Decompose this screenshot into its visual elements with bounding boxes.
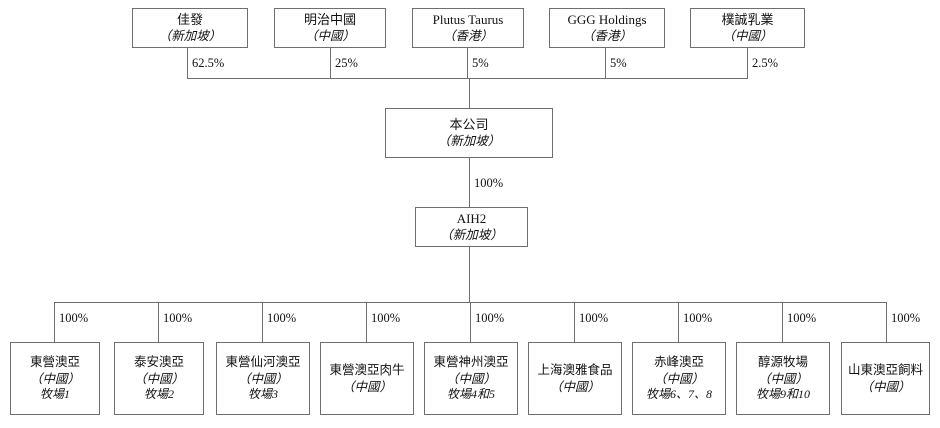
node-dongying-aoya-name: 東營澳亞 <box>29 355 80 370</box>
node-aih2-name: AIH2 <box>456 211 487 227</box>
node-ggg-holdings-name: GGG Holdings <box>567 12 647 28</box>
pct-sub3: 100% <box>267 311 297 325</box>
node-aih2[interactable]: AIH2 （新加坡） <box>415 207 528 247</box>
node-chifeng-aoya-farms: 牧場6、7、8 <box>645 387 712 402</box>
connector-sub3-drop <box>262 302 263 342</box>
node-meiji-china-name: 明治中國 <box>303 12 356 28</box>
connector-pucheng-drop <box>747 48 748 78</box>
pct-ggg: 5% <box>610 56 627 70</box>
pct-sub6: 100% <box>579 311 609 325</box>
node-dongying-shenzhou-aoya-name: 東營神州澳亞 <box>433 355 509 370</box>
node-taian-aoya[interactable]: 泰安澳亞 （中國） 牧場2 <box>114 342 204 415</box>
node-plutus-taurus[interactable]: Plutus Taurus （香港） <box>412 8 524 48</box>
node-jiafa-name: 佳發 <box>176 12 203 28</box>
pct-company-aih2: 100% <box>474 176 504 190</box>
node-shanghai-aoya-food-location: （中國） <box>549 379 600 394</box>
pct-sub4: 100% <box>371 311 401 325</box>
connector-sub2-drop <box>158 302 159 342</box>
node-shandong-aoya-feed[interactable]: 山東澳亞飼料 （中國） <box>841 342 930 415</box>
node-ggg-holdings[interactable]: GGG Holdings （香港） <box>549 8 665 48</box>
node-plutus-taurus-location: （香港） <box>442 29 493 44</box>
pct-sub7: 100% <box>683 311 713 325</box>
pct-sub1: 100% <box>59 311 89 325</box>
node-dongying-aoya-beef-location: （中國） <box>341 379 392 394</box>
node-dongying-aoya-beef-name: 東營澳亞肉牛 <box>329 363 405 377</box>
connector-sub6-drop <box>574 302 575 342</box>
node-dongying-shenzhou-aoya-farms: 牧場4和5 <box>446 387 495 402</box>
pct-jiafa: 62.5% <box>192 56 225 70</box>
connector-plutus-drop <box>467 48 468 78</box>
bus-shareholders <box>187 78 748 79</box>
pct-plutus: 5% <box>472 56 489 70</box>
node-chunyuan-farm[interactable]: 醇源牧場 （中國） 牧場9和10 <box>736 342 830 415</box>
connector-jiafa-drop <box>187 48 188 78</box>
node-dongying-aoya[interactable]: 東營澳亞 （中國） 牧場1 <box>10 342 100 415</box>
node-company-name: 本公司 <box>449 117 489 133</box>
connector-sub8-drop <box>782 302 783 342</box>
node-chifeng-aoya-location: （中國） <box>653 371 704 386</box>
node-shanghai-aoya-food-name: 上海澳雅食品 <box>537 363 613 377</box>
node-company[interactable]: 本公司 （新加坡） <box>385 108 553 158</box>
node-pucheng-dairy-name: 樸誠乳業 <box>721 12 774 28</box>
pct-sub5: 100% <box>475 311 505 325</box>
node-pucheng-dairy-location: （中國） <box>722 29 773 44</box>
node-jiafa-location: （新加坡） <box>158 29 222 44</box>
connector-sub1-drop <box>54 302 55 342</box>
node-jiafa[interactable]: 佳發 （新加坡） <box>132 8 248 48</box>
node-chifeng-aoya[interactable]: 赤峰澳亞 （中國） 牧場6、7、8 <box>632 342 726 415</box>
node-taian-aoya-location: （中國） <box>133 371 184 386</box>
connector-company-to-aih2 <box>469 158 470 207</box>
connector-sub5-drop <box>470 302 471 342</box>
node-chunyuan-farm-name: 醇源牧場 <box>757 355 808 370</box>
node-dongying-xianhe-aoya[interactable]: 東營仙河澳亞 （中國） 牧場3 <box>216 342 310 415</box>
connector-aih2-to-bus <box>469 247 470 302</box>
connector-sub9-drop <box>886 302 887 342</box>
node-shanghai-aoya-food[interactable]: 上海澳雅食品 （中國） <box>528 342 622 415</box>
node-ggg-holdings-location: （香港） <box>581 29 632 44</box>
node-taian-aoya-farms: 牧場2 <box>143 387 174 402</box>
node-meiji-china[interactable]: 明治中國 （中國） <box>274 8 386 48</box>
node-shandong-aoya-feed-location: （中國） <box>860 379 911 394</box>
connector-meiji-drop <box>330 48 331 78</box>
node-shandong-aoya-feed-name: 山東澳亞飼料 <box>847 363 923 377</box>
pct-pucheng: 2.5% <box>752 56 779 70</box>
node-pucheng-dairy[interactable]: 樸誠乳業 （中國） <box>690 8 805 48</box>
node-dongying-aoya-farms: 牧場1 <box>39 387 70 402</box>
pct-sub8: 100% <box>787 311 817 325</box>
pct-meiji: 25% <box>335 56 358 70</box>
pct-sub2: 100% <box>163 311 193 325</box>
node-dongying-shenzhou-aoya-location: （中國） <box>445 371 496 386</box>
connector-ggg-drop <box>605 48 606 78</box>
connector-sub4-drop <box>366 302 367 342</box>
node-chifeng-aoya-name: 赤峰澳亞 <box>653 355 704 370</box>
node-dongying-shenzhou-aoya[interactable]: 東營神州澳亞 （中國） 牧場4和5 <box>424 342 518 415</box>
node-taian-aoya-name: 泰安澳亞 <box>133 355 184 370</box>
node-chunyuan-farm-farms: 牧場9和10 <box>755 387 810 402</box>
node-meiji-china-location: （中國） <box>304 29 355 44</box>
node-plutus-taurus-name: Plutus Taurus <box>432 12 504 28</box>
node-dongying-xianhe-aoya-name: 東營仙河澳亞 <box>225 355 301 370</box>
node-dongying-aoya-beef[interactable]: 東營澳亞肉牛 （中國） <box>320 342 414 415</box>
node-aih2-location: （新加坡） <box>440 228 503 243</box>
node-dongying-xianhe-aoya-location: （中國） <box>237 371 288 386</box>
node-chunyuan-farm-location: （中國） <box>757 371 808 386</box>
pct-sub9: 100% <box>891 311 921 325</box>
node-dongying-xianhe-aoya-farms: 牧場3 <box>247 387 278 402</box>
connector-bus-to-company <box>469 78 470 108</box>
node-company-location: （新加坡） <box>437 134 501 149</box>
connector-sub7-drop <box>678 302 679 342</box>
node-dongying-aoya-location: （中國） <box>29 371 80 386</box>
